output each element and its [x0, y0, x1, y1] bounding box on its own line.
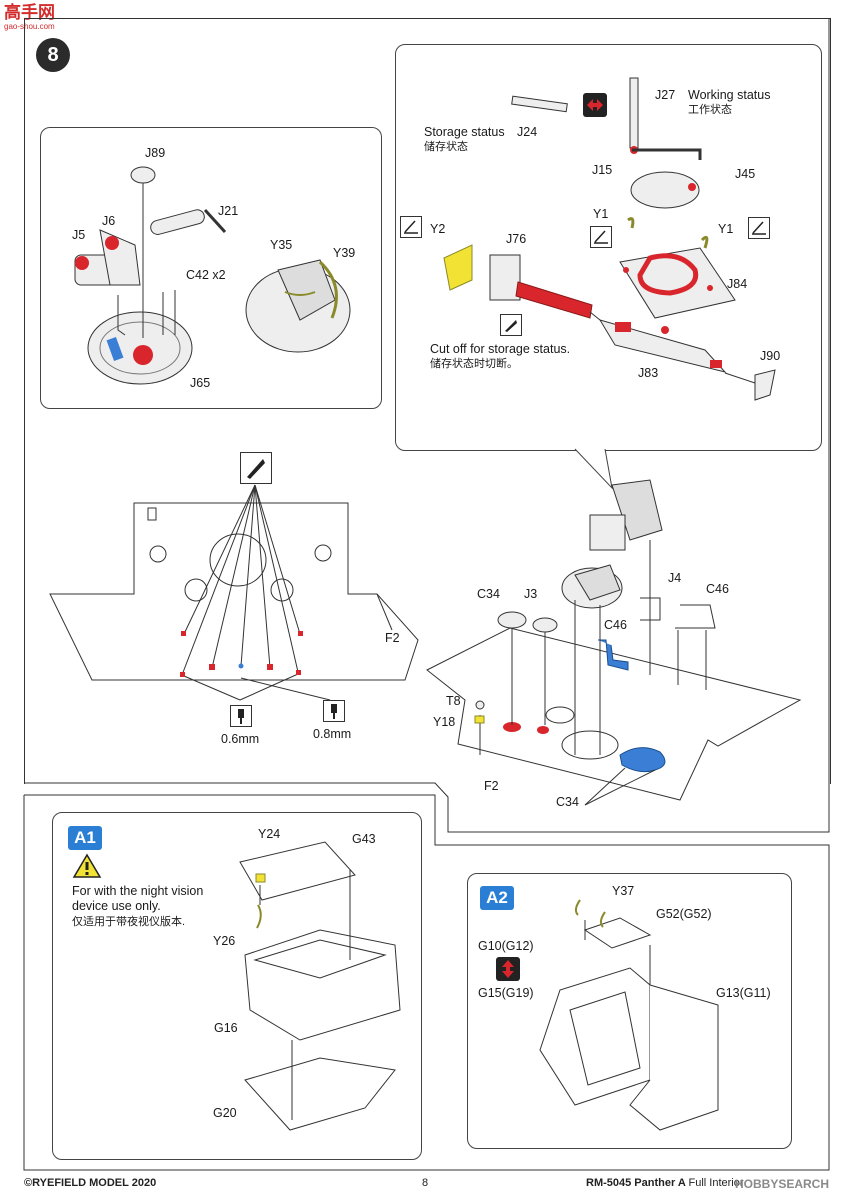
cement-icon-y1b: [748, 217, 770, 239]
label-y37: Y37: [612, 884, 635, 898]
label-y18: Y18: [433, 715, 456, 729]
working-status-label: Working status: [688, 88, 771, 102]
watermark-title: 高手网: [4, 3, 55, 22]
warning-icon: [72, 853, 102, 879]
label-j3: J3: [524, 587, 538, 601]
label-g10: G10(G12): [478, 939, 534, 953]
label-y26: Y26: [213, 934, 236, 948]
footer-copyright: ©RYEFIELD MODEL 2020: [24, 1177, 157, 1189]
label-y35: Y35: [270, 238, 293, 252]
label-y1a: Y1: [593, 207, 609, 221]
label-g43: G43: [352, 832, 376, 846]
watermark-logo: 高手网 gao-shou.com: [4, 3, 55, 32]
drill-icon-06: [230, 705, 252, 727]
label-j83: J83: [638, 366, 659, 380]
label-c42: C42 x2: [186, 268, 226, 282]
label-t8: T8: [446, 694, 461, 708]
label-j27: J27: [655, 88, 676, 102]
label-j5: J5: [72, 228, 86, 242]
label-drill-08: 0.8mm: [313, 727, 352, 741]
label-g13: G13(G11): [716, 986, 771, 1000]
label-g16: G16: [214, 1021, 238, 1035]
cut-off-label: Cut off for storage status.: [430, 342, 571, 356]
label-j65: J65: [190, 376, 211, 390]
footer-watermark-site: HOBBYSEARCH: [735, 1177, 830, 1191]
a1-note-line2: device use only.: [72, 899, 161, 913]
label-j89: J89: [145, 146, 166, 160]
label-y24: Y24: [258, 827, 281, 841]
label-j21: J21: [218, 204, 239, 218]
step-number-badge: 8: [36, 38, 70, 72]
footer-page-number: 8: [422, 1177, 429, 1189]
label-drill-06: 0.6mm: [221, 732, 260, 746]
label-g15: G15(G19): [478, 986, 534, 1000]
up-down-arrow-icon: [496, 957, 520, 981]
a1-tag: A1: [68, 826, 102, 850]
arrow-toggle-icon: [583, 93, 607, 117]
a2-tag: A2: [480, 886, 514, 910]
storage-status-cn: 储存状态: [424, 141, 468, 153]
label-f2-left: F2: [385, 631, 400, 645]
label-c46-blue: C46: [604, 618, 627, 632]
label-g20: G20: [213, 1106, 237, 1120]
label-y1b: Y1: [718, 222, 734, 236]
label-f2-bottom: F2: [484, 779, 499, 793]
label-j15: J15: [592, 163, 613, 177]
step-8-frame: [24, 18, 831, 784]
footer-product-code: RM-5045 Panther A: [586, 1177, 686, 1189]
cement-icon-y1a: [590, 226, 612, 248]
label-j90: J90: [760, 349, 781, 363]
label-j84: J84: [727, 277, 748, 291]
label-c46-right: C46: [706, 582, 729, 596]
label-y39: Y39: [333, 246, 356, 260]
footer-product-tail: Full Interior: [688, 1177, 744, 1189]
storage-status-label: Storage status: [424, 125, 505, 139]
cut-off-cn: 储存状态时切断。: [430, 358, 518, 370]
label-j76: J76: [506, 232, 527, 246]
label-c34-top: C34: [477, 587, 500, 601]
knife-icon-small: [500, 314, 522, 336]
footer-product: RM-5045 Panther A Full Interior: [586, 1177, 744, 1189]
label-j45: J45: [735, 167, 756, 181]
working-status-cn: 工作状态: [688, 104, 732, 116]
cement-icon-left: [400, 216, 422, 238]
label-j4: J4: [668, 571, 682, 585]
a1-note-line1: For with the night vision: [72, 884, 204, 898]
label-g52: G52(G52): [656, 907, 712, 921]
label-j6: J6: [102, 214, 116, 228]
label-j24: J24: [517, 125, 538, 139]
drill-icon-08: [323, 700, 345, 722]
a1-note-cn: 仅适用于带夜视仪版本.: [72, 916, 186, 928]
label-y2: Y2: [430, 222, 446, 236]
label-c34-bottom: C34: [556, 795, 579, 809]
knife-icon-large: [240, 452, 272, 484]
watermark-url: gao-shou.com: [4, 22, 55, 31]
